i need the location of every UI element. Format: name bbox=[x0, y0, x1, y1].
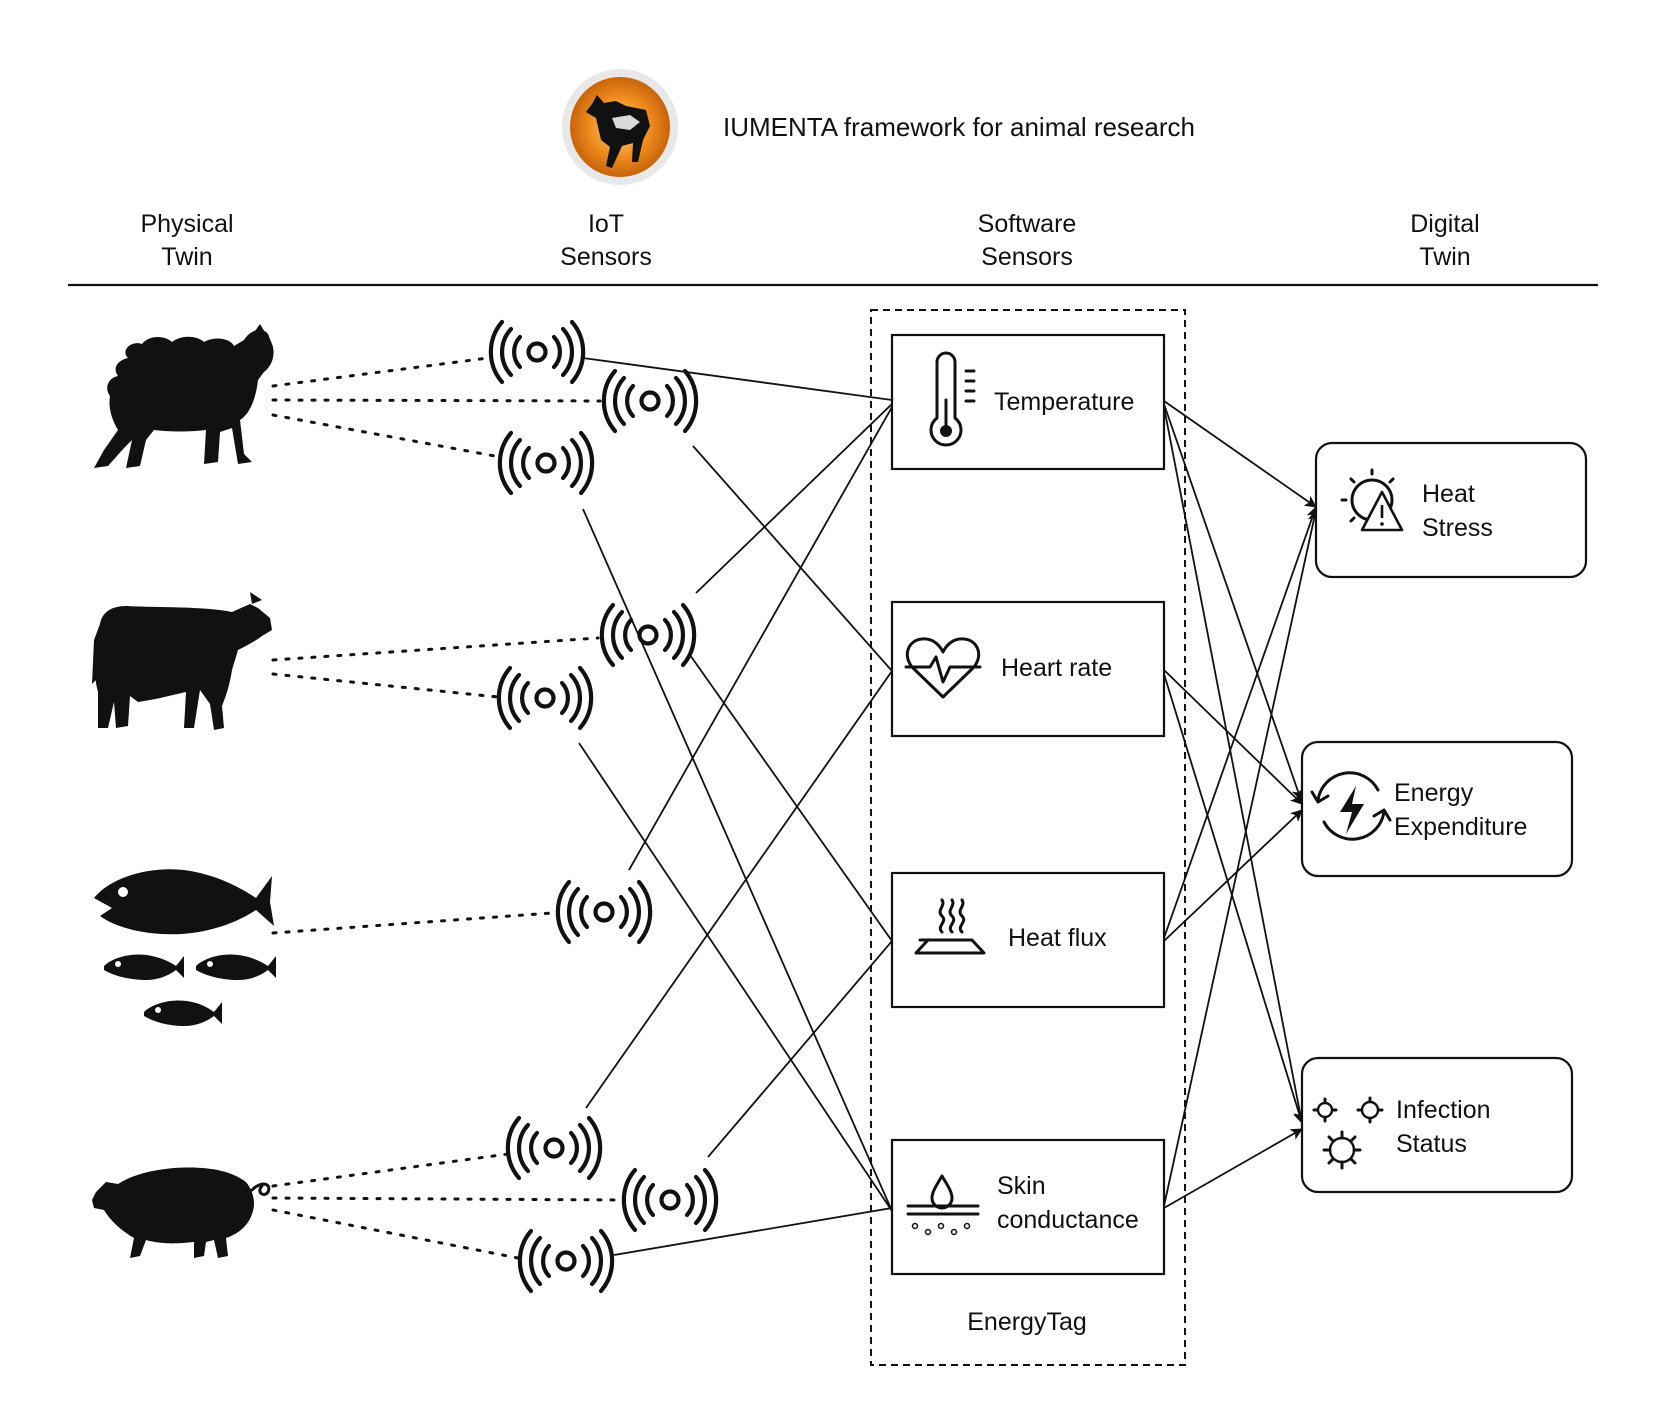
col-software-line1: Software bbox=[978, 210, 1077, 238]
infection-status-label-1: Infection bbox=[1396, 1096, 1491, 1124]
energytag-group bbox=[870, 309, 1186, 1366]
software-sensor-temperature: Temperature bbox=[890, 333, 1166, 471]
fish-icon bbox=[94, 869, 276, 1026]
wireless-sensor-icon bbox=[491, 322, 583, 382]
heat-flux-label: Heat flux bbox=[1008, 924, 1107, 952]
col-physical-line1: Physical bbox=[140, 210, 233, 238]
sun-warning-icon bbox=[1340, 468, 1404, 532]
energytag-label: EnergyTag bbox=[967, 1308, 1087, 1336]
software-sensor-skin-conductance: Skin conductance bbox=[890, 1138, 1166, 1276]
col-digital-line1: Digital bbox=[1410, 210, 1479, 238]
energy-expenditure-label-1: Energy bbox=[1394, 779, 1474, 807]
sheep-icon bbox=[94, 324, 274, 468]
col-digital-line2: Twin bbox=[1419, 243, 1470, 271]
heart-pulse-icon bbox=[904, 637, 982, 699]
cow-icon bbox=[92, 592, 272, 730]
energy-cycle-icon bbox=[1310, 771, 1392, 841]
skin-conductance-label-1: Skin bbox=[997, 1172, 1046, 1200]
wireless-sensor-icon bbox=[508, 1118, 600, 1178]
software-sensor-heat-flux: Heat flux bbox=[890, 871, 1166, 1009]
skin-conductance-label-2: conductance bbox=[997, 1206, 1139, 1234]
col-iot-line1: IoT bbox=[588, 210, 624, 238]
output-links bbox=[1163, 400, 1320, 1209]
pig-icon bbox=[92, 1167, 271, 1258]
infection-status-label-2: Status bbox=[1396, 1130, 1467, 1158]
heat-stress-label-2: Stress bbox=[1422, 514, 1493, 542]
wireless-sensor-icon bbox=[500, 433, 592, 493]
col-physical-line2: Twin bbox=[161, 243, 212, 271]
wireless-sensor-icon bbox=[624, 1170, 716, 1230]
heat-flux-icon bbox=[914, 898, 986, 955]
software-sensor-heart-rate: Heart rate bbox=[890, 600, 1166, 738]
virus-icon bbox=[1312, 1096, 1384, 1170]
heat-stress-label-1: Heat bbox=[1422, 480, 1475, 508]
col-iot-line2: Sensors bbox=[560, 243, 652, 271]
wireless-sensor-icon bbox=[499, 668, 591, 728]
wireless-sensor-icon bbox=[604, 371, 696, 431]
column-headers: Physical Twin IoT Sensors Software Senso… bbox=[140, 210, 1479, 271]
dotted-links bbox=[271, 356, 624, 1260]
sensor-links bbox=[578, 357, 893, 1256]
logo bbox=[562, 69, 678, 185]
page-title: IUMENTA framework for animal research bbox=[723, 112, 1195, 142]
temperature-label: Temperature bbox=[994, 388, 1134, 416]
col-software-line2: Sensors bbox=[981, 243, 1073, 271]
digital-twin-infection-status: Infection Status bbox=[1300, 1056, 1574, 1194]
skin-droplet-icon bbox=[906, 1174, 980, 1236]
digital-twin-energy-expenditure: Energy Expenditure bbox=[1300, 740, 1574, 878]
energy-expenditure-label-2: Expenditure bbox=[1394, 813, 1527, 841]
wireless-sensor-icon bbox=[520, 1231, 612, 1291]
bull-logo-icon bbox=[586, 95, 650, 168]
iot-sensors bbox=[491, 322, 716, 1291]
digital-twin-heat-stress: Heat Stress bbox=[1314, 441, 1588, 579]
heart-rate-label: Heart rate bbox=[1001, 654, 1112, 682]
wireless-sensor-icon bbox=[558, 882, 650, 942]
thermometer-icon bbox=[929, 351, 976, 447]
